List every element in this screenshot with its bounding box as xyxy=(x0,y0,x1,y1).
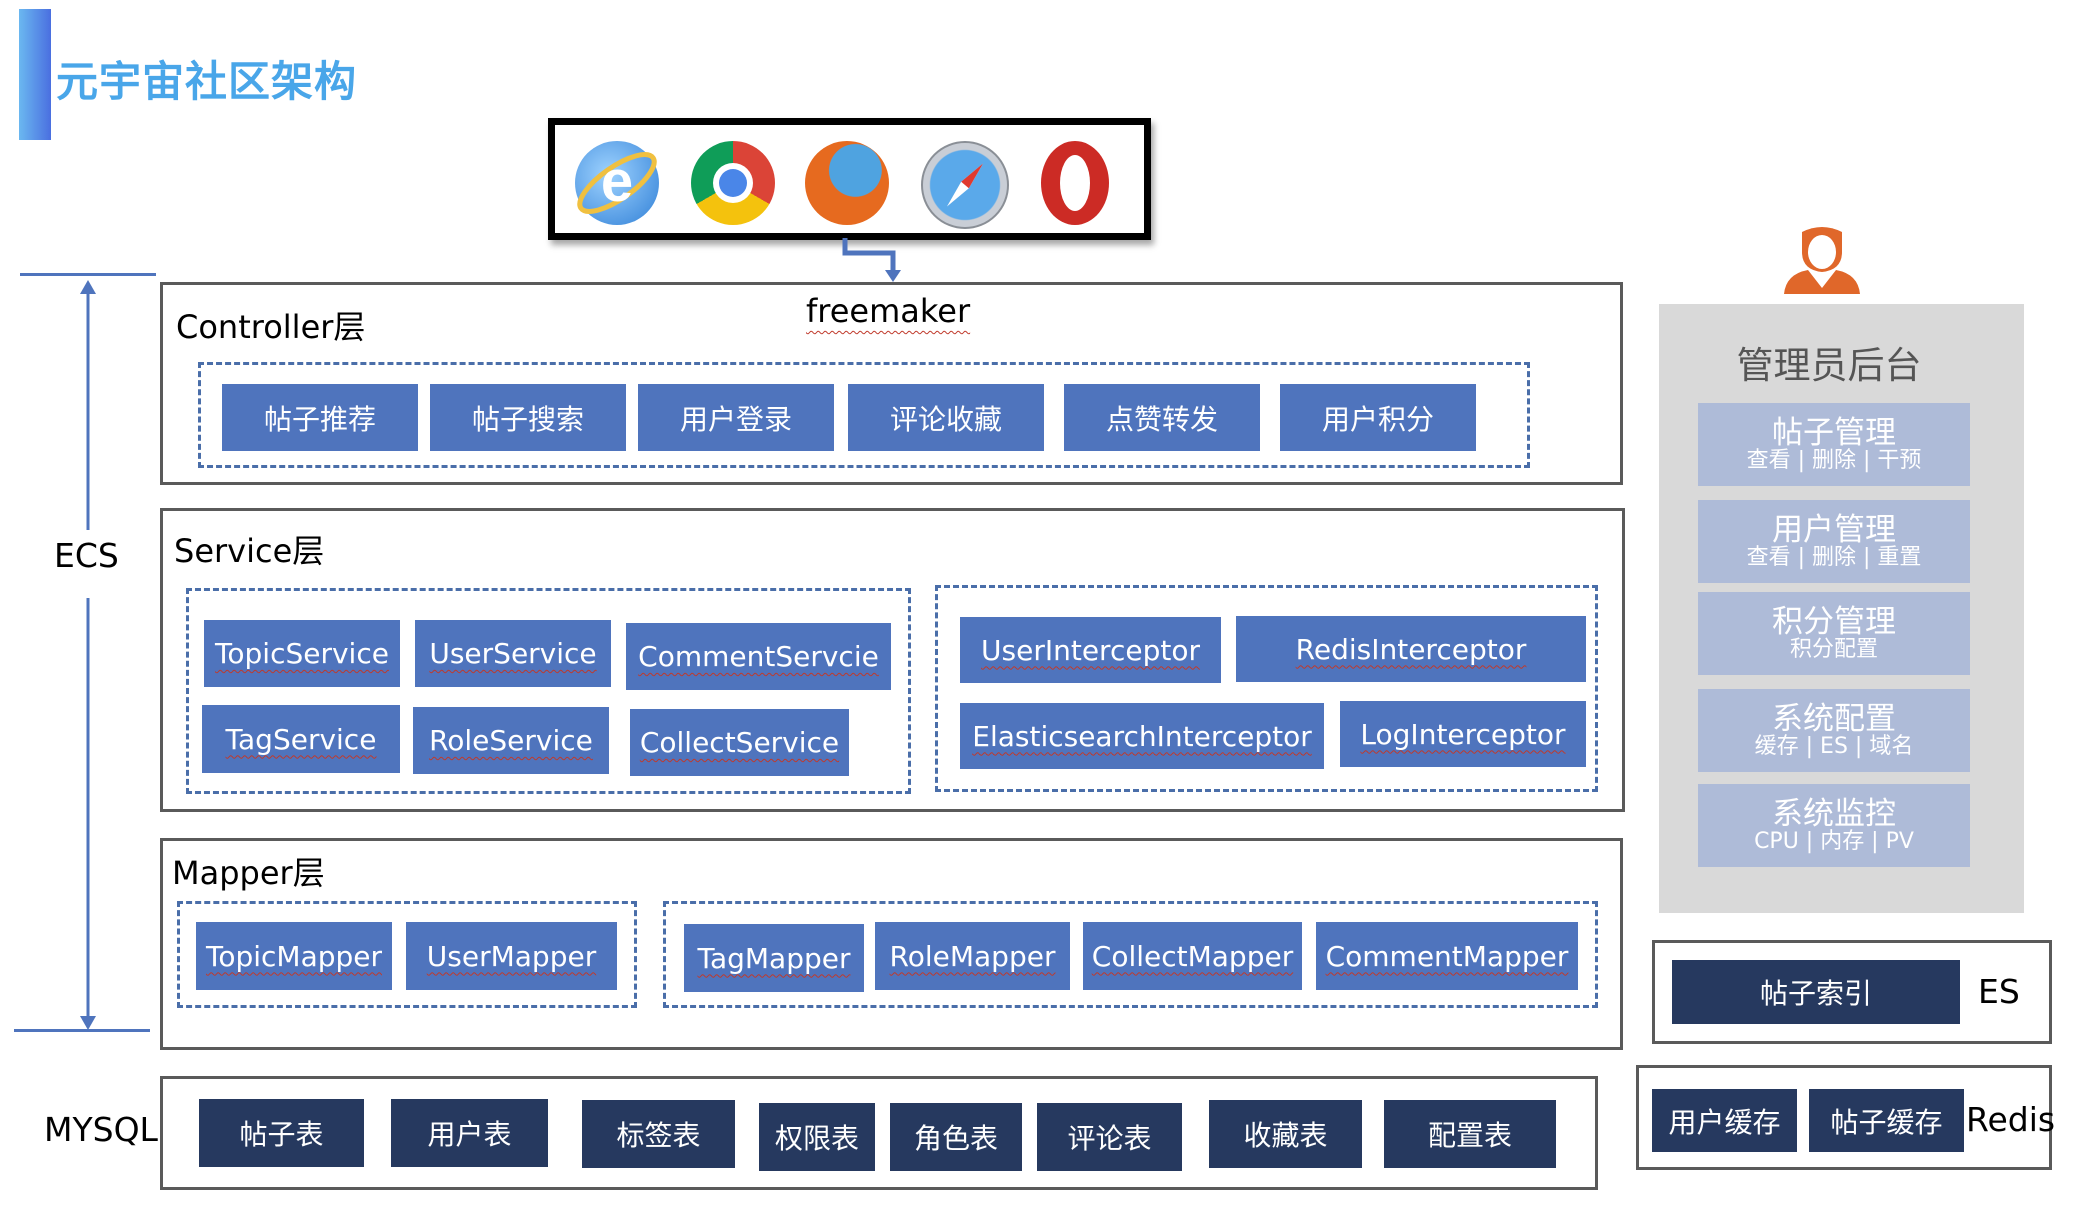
comment-mapper[interactable]: CommentMapper xyxy=(1316,922,1578,990)
admin-system-config[interactable]: 系统配置缓存 | ES | 域名 xyxy=(1698,689,1970,772)
redis-post-cache[interactable]: 帖子缓存 xyxy=(1809,1089,1964,1152)
browser-clients-box: e xyxy=(548,118,1151,240)
table-comments[interactable]: 评论表 xyxy=(1037,1103,1182,1171)
controller-group xyxy=(198,362,1530,468)
controller-user-login[interactable]: 用户登录 xyxy=(638,384,834,451)
controller-like-share[interactable]: 点赞转发 xyxy=(1064,384,1260,451)
tag-mapper[interactable]: TagMapper xyxy=(684,924,864,992)
log-interceptor[interactable]: LogInterceptor xyxy=(1340,701,1586,767)
ie-icon: e xyxy=(575,141,659,225)
ecs-top-line xyxy=(20,273,156,276)
table-collections[interactable]: 收藏表 xyxy=(1209,1100,1362,1168)
es-label: ES xyxy=(1978,972,2020,1011)
safari-icon xyxy=(921,141,1009,229)
controller-layer-label: Controller层 xyxy=(176,308,366,346)
ecs-bottom-line xyxy=(14,1029,150,1032)
title-accent-bar xyxy=(19,9,51,140)
chrome-icon xyxy=(691,141,775,225)
request-arrow xyxy=(842,238,901,282)
admin-panel-title: 管理员后台 xyxy=(1736,344,1922,387)
redis-user-cache[interactable]: 用户缓存 xyxy=(1652,1089,1797,1152)
svg-text:e: e xyxy=(601,149,633,214)
admin-post-management[interactable]: 帖子管理查看 | 删除 | 干预 xyxy=(1698,403,1970,486)
user-service[interactable]: UserService xyxy=(415,620,611,687)
service-layer-label: Service层 xyxy=(174,532,325,570)
comment-service[interactable]: CommentServcie xyxy=(626,623,891,690)
admin-user-management[interactable]: 用户管理查看 | 删除 | 重置 xyxy=(1698,500,1970,583)
tag-service[interactable]: TagService xyxy=(202,705,400,773)
role-service[interactable]: RoleService xyxy=(413,707,609,774)
service-group xyxy=(186,588,911,794)
page-title: 元宇宙社区架构 xyxy=(56,57,358,106)
table-config[interactable]: 配置表 xyxy=(1384,1100,1556,1168)
role-mapper[interactable]: RoleMapper xyxy=(875,922,1070,990)
mysql-layer xyxy=(160,1076,1598,1190)
table-tags[interactable]: 标签表 xyxy=(582,1100,735,1168)
es-post-index[interactable]: 帖子索引 xyxy=(1672,960,1960,1024)
admin-points-management[interactable]: 积分管理积分配置 xyxy=(1698,592,1970,675)
topic-service[interactable]: TopicService xyxy=(204,620,400,687)
mapper-group-left xyxy=(177,901,637,1008)
ecs-label: ECS xyxy=(54,536,119,575)
table-users[interactable]: 用户表 xyxy=(391,1099,548,1167)
controller-post-search[interactable]: 帖子搜索 xyxy=(430,384,626,451)
controller-layer xyxy=(160,282,1623,485)
admin-user-icon xyxy=(1784,227,1860,294)
table-posts[interactable]: 帖子表 xyxy=(199,1099,364,1167)
mapper-layer-label: Mapper层 xyxy=(172,854,325,892)
user-interceptor[interactable]: UserInterceptor xyxy=(960,617,1221,683)
table-permissions[interactable]: 权限表 xyxy=(759,1103,875,1171)
mysql-label: MYSQL xyxy=(44,1110,158,1149)
ecs-span-arrow xyxy=(80,280,96,1030)
interceptor-group xyxy=(935,585,1598,792)
mapper-group-right xyxy=(663,901,1598,1008)
topic-mapper[interactable]: TopicMapper xyxy=(196,922,392,990)
redis-label: Redis xyxy=(1966,1100,2056,1139)
collect-mapper[interactable]: CollectMapper xyxy=(1083,922,1302,990)
opera-icon xyxy=(1033,141,1117,225)
controller-comment-collect[interactable]: 评论收藏 xyxy=(848,384,1044,451)
firefox-icon xyxy=(805,141,889,225)
controller-user-points[interactable]: 用户积分 xyxy=(1280,384,1476,451)
collect-service[interactable]: CollectService xyxy=(630,709,849,776)
controller-post-recommend[interactable]: 帖子推荐 xyxy=(222,384,418,451)
redis-interceptor[interactable]: RedisInterceptor xyxy=(1236,616,1586,682)
user-mapper[interactable]: UserMapper xyxy=(406,922,617,990)
elasticsearch-interceptor[interactable]: ElasticsearchInterceptor xyxy=(960,703,1324,769)
table-roles[interactable]: 角色表 xyxy=(890,1103,1022,1171)
template-engine-label: freemaker xyxy=(806,292,971,330)
